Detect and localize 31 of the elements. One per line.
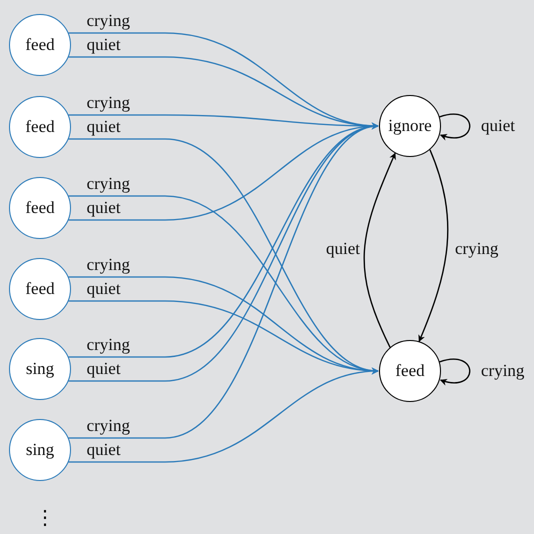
- edge-label: quiet: [84, 118, 123, 136]
- edge-label: crying: [453, 240, 500, 258]
- edge-label: crying: [479, 362, 526, 380]
- edge-label: quiet: [84, 280, 123, 298]
- edge-label: crying: [84, 94, 132, 112]
- edge-label: crying: [84, 12, 132, 30]
- transition-arrow: [439, 358, 470, 386]
- edge-label: quiet: [84, 36, 123, 54]
- edge-label: crying: [84, 256, 132, 274]
- edge-label: quiet: [479, 117, 517, 135]
- edge-label: crying: [84, 175, 132, 193]
- edge-label: crying: [84, 336, 132, 354]
- state-label: sing: [26, 359, 54, 379]
- edge-label: quiet: [324, 240, 362, 258]
- edge-label: quiet: [84, 199, 123, 217]
- edge-label: crying: [84, 417, 132, 435]
- state-label: sing: [26, 440, 54, 460]
- state-label: ignore: [388, 116, 432, 136]
- edge-label: quiet: [84, 360, 123, 378]
- transition-arrow: [364, 152, 396, 348]
- state-label: feed: [25, 35, 55, 55]
- transition-arrow: [68, 368, 379, 463]
- ellipsis: ⋮: [35, 508, 55, 528]
- state-label: feed: [25, 279, 55, 299]
- state-label: feed: [395, 361, 425, 381]
- transition-arrow: [418, 149, 448, 342]
- edge-label: quiet: [84, 441, 123, 459]
- transition-arrow: [439, 114, 470, 140]
- state-label: feed: [25, 117, 55, 137]
- state-label: feed: [25, 198, 55, 218]
- transition-arrow: [68, 124, 379, 439]
